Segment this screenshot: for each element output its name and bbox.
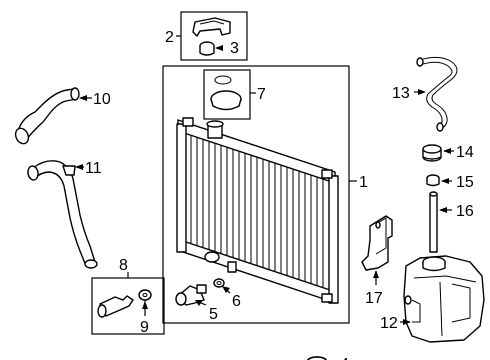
drain-bolt-kit [91,272,165,335]
callout-11: 11 [85,160,102,177]
callout-8: 8 [119,257,128,274]
callout-12: 12 [380,315,398,332]
callout-label-4: 4 [340,356,349,360]
callout-17: 17 [365,290,383,307]
lower-cushion [307,356,327,360]
callout-4: 4 [340,356,349,360]
radiator-drawing [176,117,339,304]
o-ring [213,278,231,294]
callout-9: 9 [140,319,149,336]
callout-5: 5 [209,306,218,323]
callout-label-3: 3 [230,40,239,57]
callout-label-5: 5 [209,306,218,323]
callout-label-14: 14 [456,144,474,161]
callout-label-2: 2 [165,29,174,46]
drain-plug [175,284,207,306]
callout-2: 2 [165,29,174,46]
callout-label-13: 13 [392,85,410,102]
callout-label-11: 11 [85,160,102,177]
callout-7: 7 [257,86,266,103]
callout-14: 14 [456,144,474,161]
callout-6: 6 [232,293,241,310]
callout-1: 1 [349,174,368,191]
callout-16: 16 [456,203,474,220]
lower-hose [27,160,98,269]
callout-3: 3 [230,40,239,57]
radiator-cap-group [203,69,256,120]
callout-label-7: 7 [257,86,266,103]
callout-label-15: 15 [456,174,474,191]
callout-label-16: 16 [456,203,474,220]
callout-13: 13 [392,85,410,102]
overflow-hose [414,56,458,132]
callout-10: 10 [93,91,111,108]
tank-pipe [429,191,452,253]
callout-label-10: 10 [93,91,111,108]
callout-label-17: 17 [365,290,383,307]
upper-hose [14,87,92,145]
coolant-reservoir-tank [400,255,485,343]
callout-label-9: 9 [140,319,149,336]
callout-label-8: 8 [119,257,128,274]
tank-grommet [426,174,452,187]
upper-bracket-group [176,11,248,61]
callout-label-12: 12 [380,315,398,332]
tank-cap [422,144,454,162]
callout-15: 15 [456,174,474,191]
callout-label-1: 1 [359,174,368,191]
tank-bracket [361,215,393,285]
radiator-assembly-frame [162,65,350,324]
callout-label-6: 6 [232,293,241,310]
